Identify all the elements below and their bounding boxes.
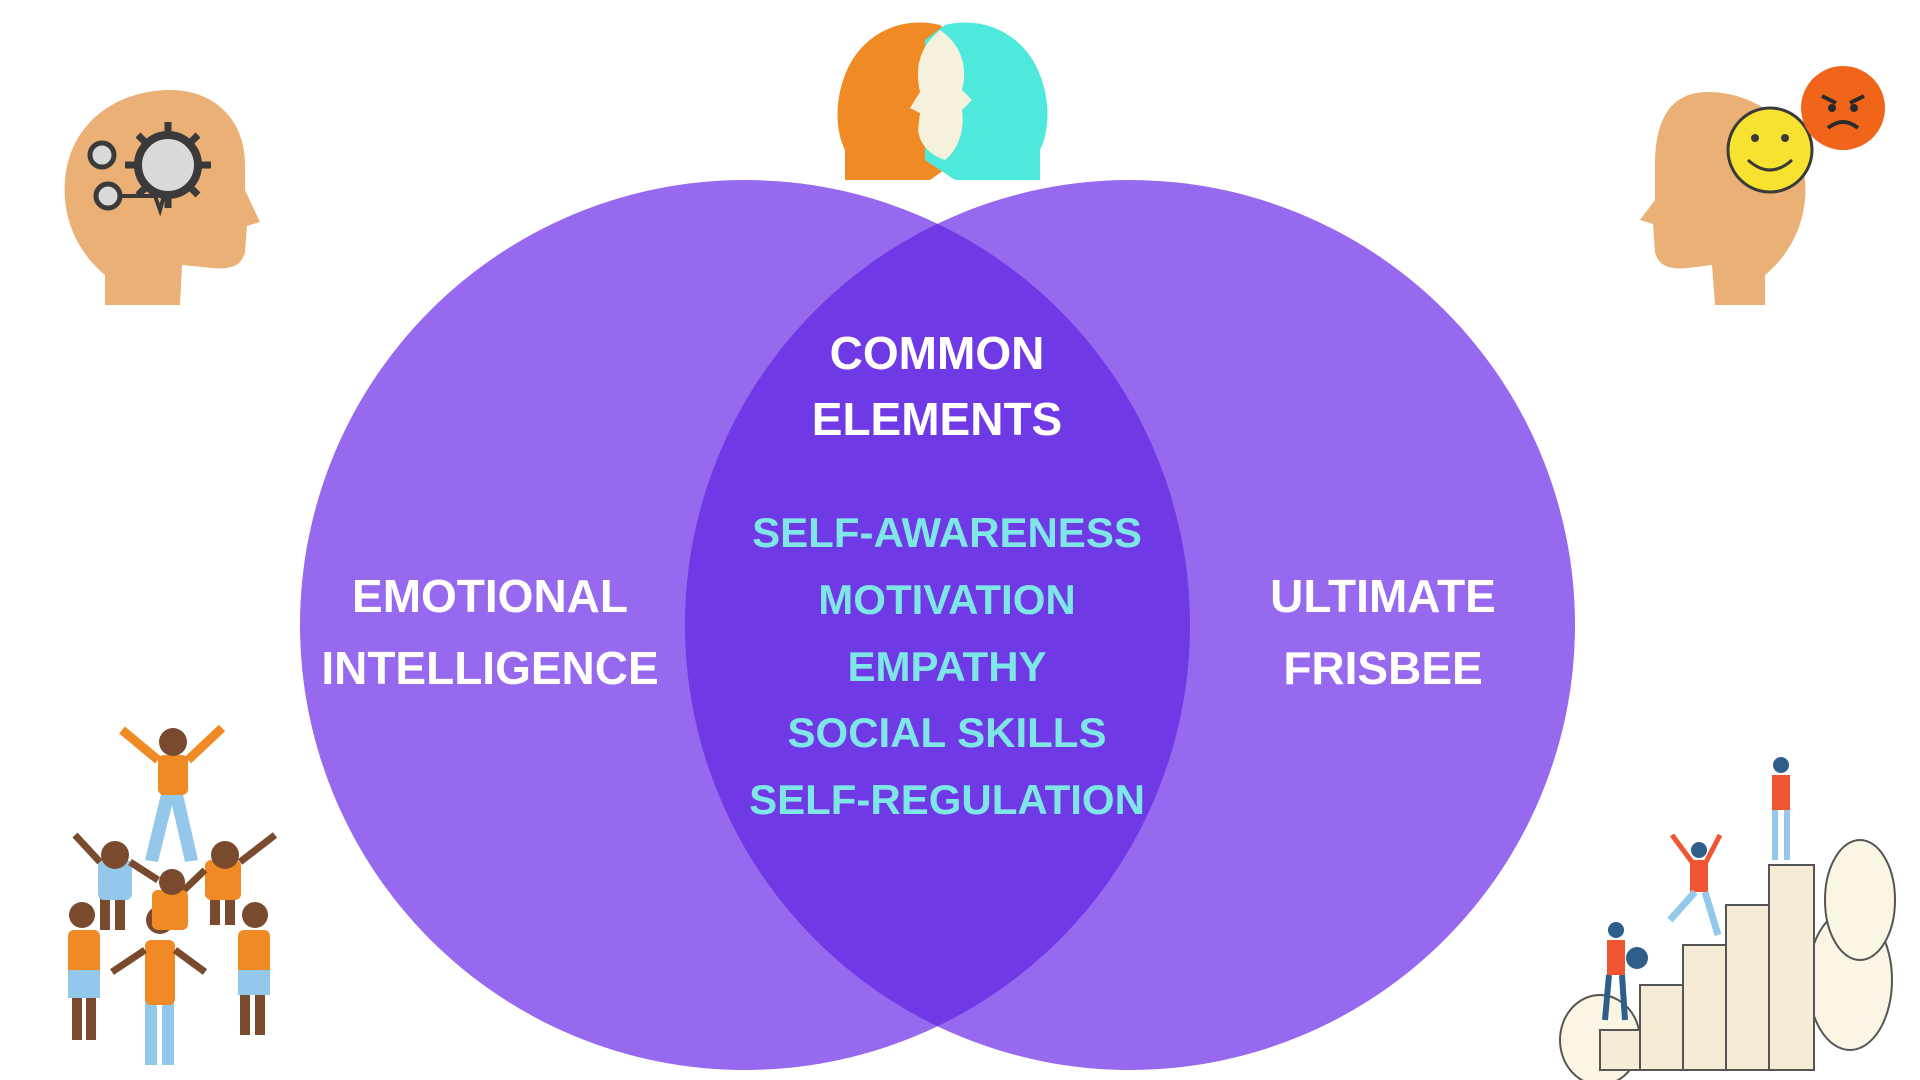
common-element-item: SOCIAL SKILLS (787, 709, 1107, 756)
cheerleader-pyramid-illustration (68, 724, 278, 1065)
left-circle-label-line2: INTELLIGENCE (321, 642, 659, 694)
overlap-title-line2: ELEMENTS (811, 393, 1063, 445)
growth-steps-illustration (1559, 757, 1896, 1080)
overlap-title-line1: COMMON (829, 327, 1045, 379)
left-circle-label-line1: EMOTIONAL (352, 570, 628, 622)
common-element-item: SELF-AWARENESS (752, 509, 1142, 556)
two-faces-icon (837, 22, 1048, 180)
right-circle-label-line1: ULTIMATE (1270, 570, 1496, 622)
head-emotions-icon (1640, 66, 1885, 305)
head-gears-icon (64, 90, 260, 305)
common-element-item: EMPATHY (847, 643, 1047, 690)
overlap-region (685, 180, 1190, 1070)
common-element-item: MOTIVATION (818, 576, 1076, 623)
right-circle-label-line2: FRISBEE (1283, 642, 1483, 694)
common-element-item: SELF-REGULATION (749, 776, 1145, 823)
